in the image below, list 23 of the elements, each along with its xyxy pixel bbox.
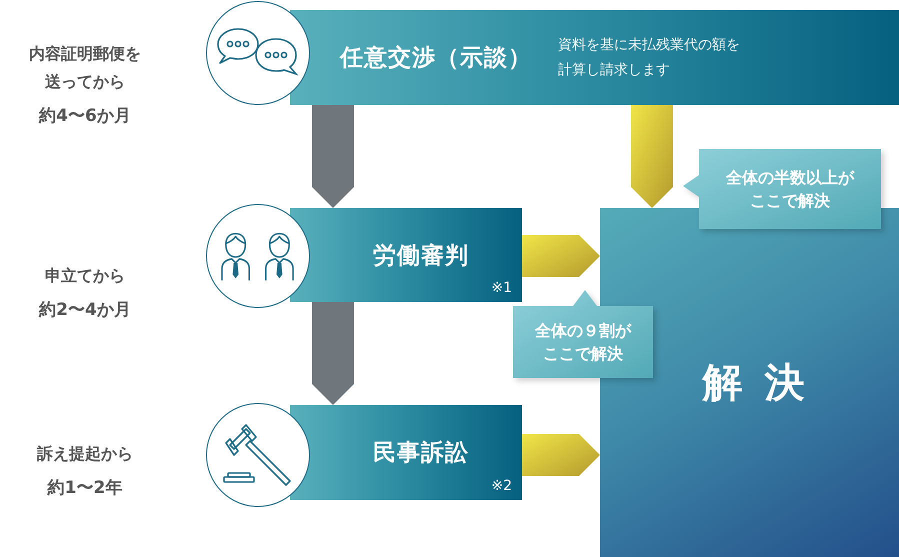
duration-text: 内容証明郵便を送ってから: [28, 43, 142, 93]
step-description: 資料を基に未払残業代の額を計算し請求します: [558, 36, 741, 80]
step-banner: [290, 208, 522, 302]
step-banner: [290, 10, 899, 105]
duration-text: 申立てから: [45, 265, 125, 287]
step-banner: [290, 405, 522, 500]
step-title: 民事訴訟: [373, 439, 469, 468]
duration-text: 約4〜6か月: [39, 105, 131, 128]
block-arrow: [312, 105, 354, 208]
duration-text: 訴え提起から: [37, 443, 133, 465]
block-arrow: [522, 235, 600, 277]
block-arrow: [522, 434, 600, 476]
step-title: 労働審判: [373, 242, 469, 270]
footnote-mark: ※1: [491, 280, 512, 296]
duration-text: 約2〜4か月: [39, 299, 131, 322]
result-title: 解決: [702, 359, 826, 408]
duration-text: 約1〜2年: [48, 477, 122, 500]
callout-text: 全体の９割がここで解決: [534, 320, 632, 365]
footnote-mark: ※2: [491, 478, 512, 494]
block-arrow: [312, 302, 354, 405]
step-title: 任意交渉（示談）: [340, 44, 532, 73]
callout-text: 全体の半数以上がここで解決: [724, 166, 856, 212]
block-arrow: [631, 105, 673, 208]
